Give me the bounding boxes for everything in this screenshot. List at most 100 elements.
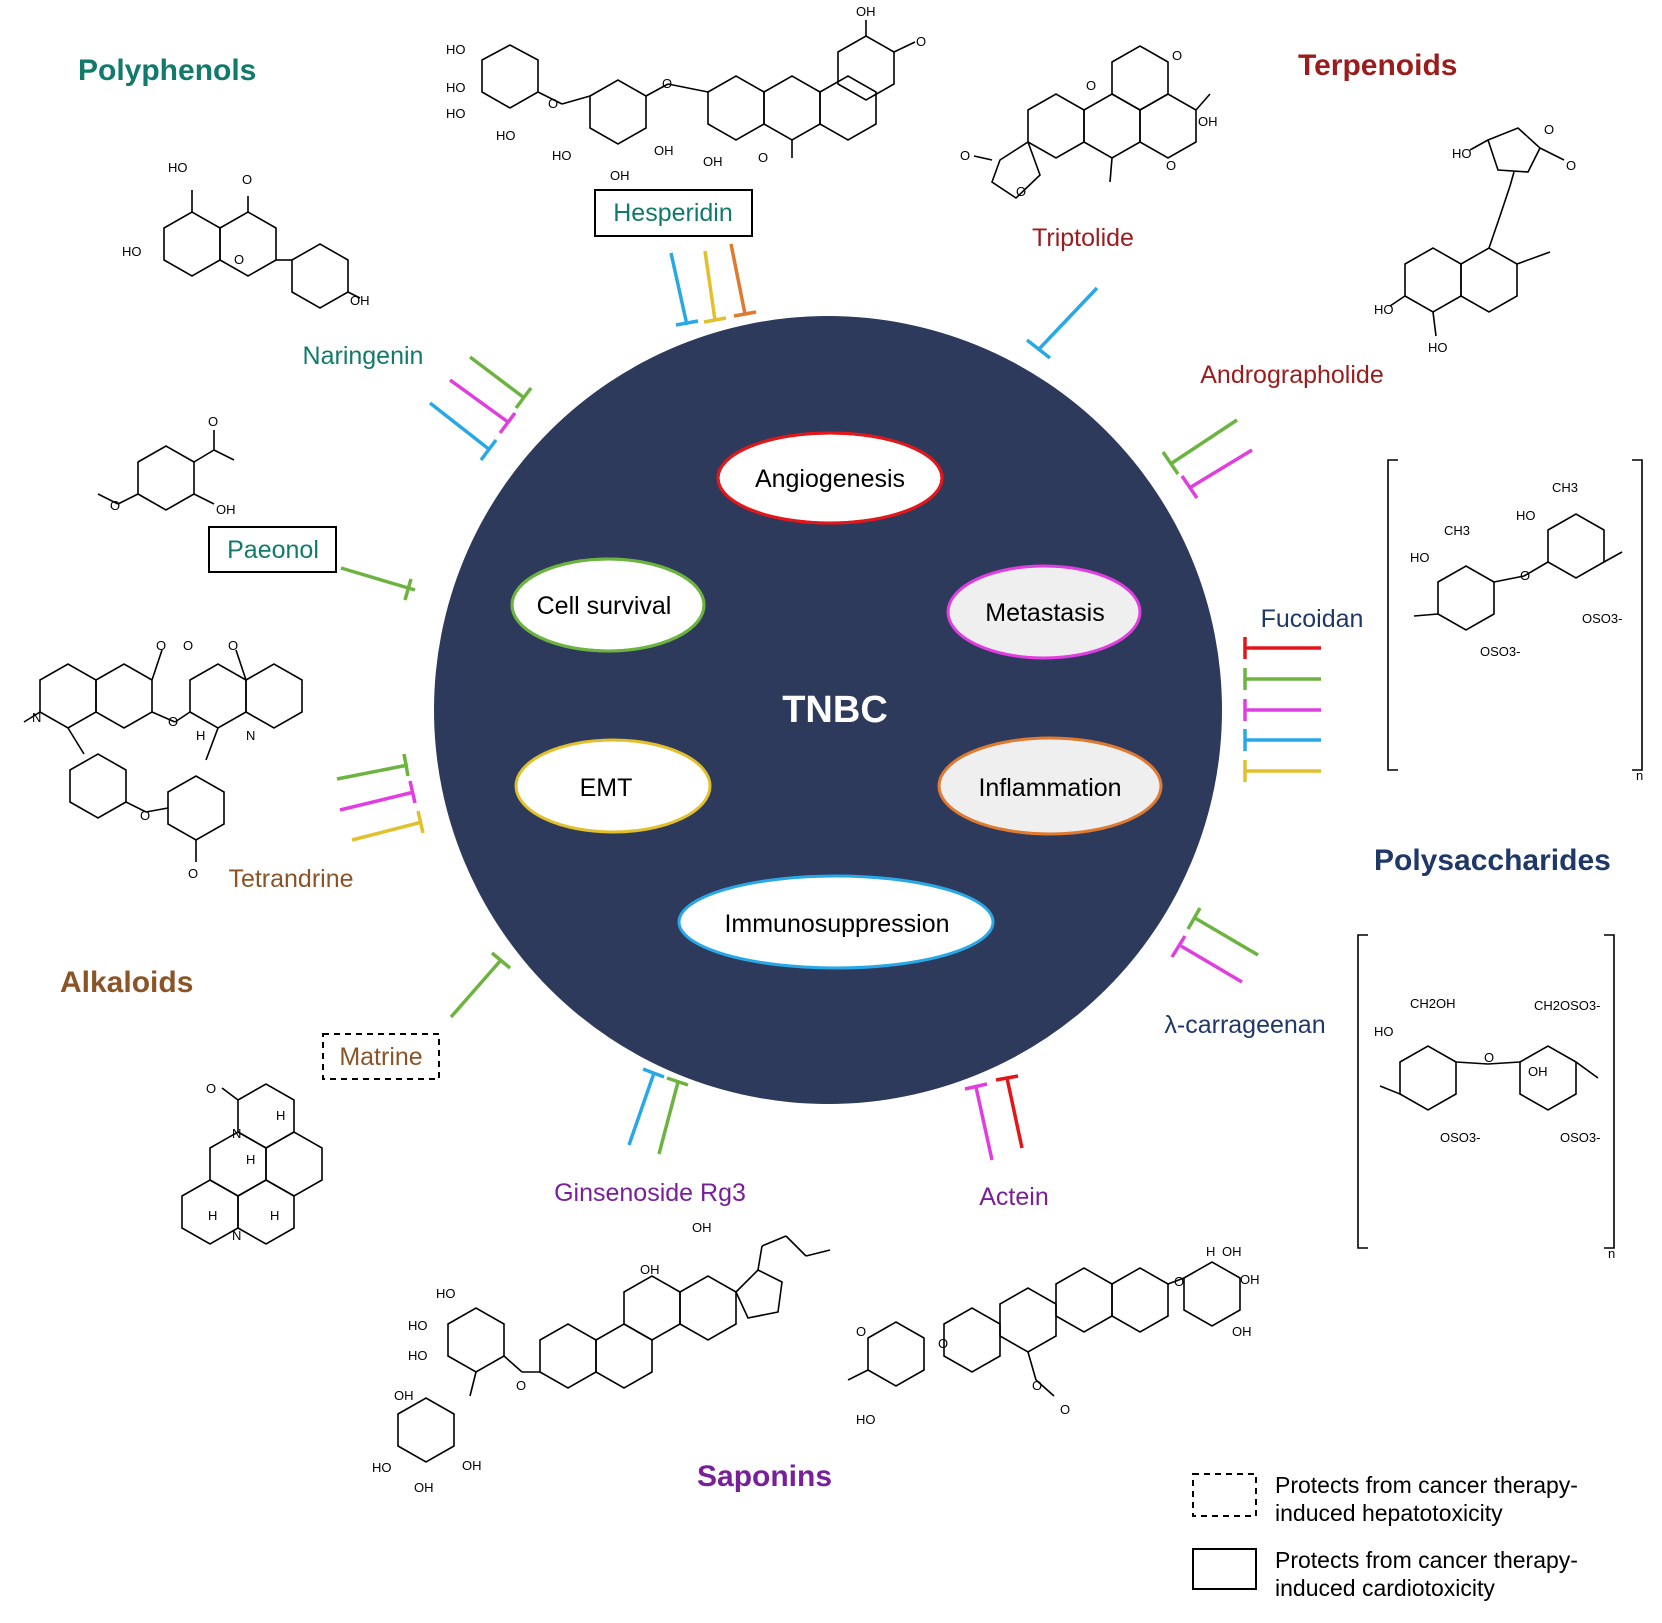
tetrandrine-structure: N N H O O O O O O (23, 638, 303, 881)
svg-text:O: O (1016, 184, 1026, 199)
svg-text:OH: OH (394, 1388, 414, 1403)
svg-text:H: H (196, 728, 205, 743)
svg-text:N: N (32, 710, 41, 725)
svg-text:O: O (1172, 48, 1182, 63)
inhibitor-carrageenan-green (1186, 907, 1259, 957)
inhibitor-carrageenan-magenta (1170, 935, 1243, 984)
legend-hepatotoxicity-line1: Protects from cancer therapy- (1275, 1472, 1578, 1498)
inhibitor-ginsenoside-blue (627, 1067, 665, 1146)
compound-ginsenoside-rg3: Ginsenoside Rg3 (554, 1179, 746, 1207)
svg-text:HO: HO (168, 160, 188, 175)
svg-text:HO: HO (1374, 1024, 1394, 1039)
svg-text:O: O (234, 252, 244, 267)
svg-text:O: O (1086, 78, 1096, 93)
svg-text:OH: OH (414, 1480, 434, 1495)
svg-text:HO: HO (446, 80, 466, 95)
svg-text:OH: OH (703, 154, 723, 169)
svg-text:HO: HO (372, 1460, 392, 1475)
compound-lambda-carrageenan: λ-carrageenan (1164, 1011, 1325, 1039)
process-label: Angiogenesis (755, 465, 905, 493)
process-ellipse-outline (937, 736, 1163, 836)
svg-text:OH: OH (1198, 114, 1218, 129)
process-ellipse-outline (514, 738, 712, 834)
svg-text:O: O (548, 96, 558, 111)
svg-text:O: O (206, 1081, 216, 1096)
svg-text:O: O (1166, 158, 1176, 173)
svg-text:OH: OH (1528, 1064, 1548, 1079)
svg-text:O: O (156, 638, 166, 653)
class-title-terpenoids: Terpenoids (1298, 49, 1457, 82)
process-metastasis: Metastasis (946, 564, 1142, 660)
svg-text:HO: HO (1410, 550, 1430, 565)
svg-text:OSO3-: OSO3- (1480, 644, 1520, 659)
process-angiogenesis: Angiogenesis (716, 431, 944, 525)
svg-text:O: O (1032, 1378, 1042, 1393)
legend: Protects from cancer therapy- induced he… (1192, 1472, 1578, 1601)
compound-paeonol: Paeonol (227, 536, 319, 564)
svg-text:OH: OH (216, 502, 236, 517)
svg-text:O: O (208, 414, 218, 429)
svg-text:OSO3-: OSO3- (1582, 611, 1622, 626)
svg-text:HO: HO (1374, 302, 1394, 317)
svg-text:O: O (1520, 568, 1530, 583)
fucoidan-ch3-a: CH3 (1444, 523, 1470, 538)
svg-text:O: O (1060, 1402, 1070, 1417)
inhibitor-naringenin-magenta (448, 378, 517, 435)
class-title-saponins: Saponins (697, 1460, 832, 1493)
inhibitor-fucoidan-blue (1243, 729, 1321, 751)
svg-text:O: O (110, 498, 120, 513)
svg-text:H: H (1206, 1244, 1215, 1259)
process-cell-survival: Cell survival (510, 557, 706, 653)
inhibitor-fucoidan-green (1243, 668, 1321, 690)
naringenin-structure: HO O HO O OH (122, 160, 370, 309)
ginsenoside-structure: HO HO HO O OH HO OH OH OH OH (372, 1220, 831, 1495)
fucoidan-ch3-b: CH3 (1552, 480, 1578, 495)
inhibitor-hesperidin-orange (729, 243, 757, 318)
carrageenan-ch2oh: CH2OH (1410, 996, 1456, 1011)
svg-text:O: O (662, 76, 672, 91)
process-label: Immunosuppression (724, 910, 949, 938)
svg-text:OH: OH (1232, 1324, 1252, 1339)
hesperidin-box (594, 189, 753, 237)
svg-text:OH: OH (1240, 1272, 1260, 1287)
paeonol-box (208, 526, 337, 573)
svg-text:H: H (246, 1152, 255, 1167)
inhibitor-actein-red (995, 1074, 1024, 1149)
svg-text:O: O (242, 172, 252, 187)
svg-text:O: O (188, 866, 198, 881)
process-immunosuppression: Immunosuppression (677, 874, 995, 970)
svg-text:O: O (140, 808, 150, 823)
process-ellipse-outline (716, 431, 944, 525)
inhibitor-naringenin-green (468, 355, 533, 410)
svg-text:HO: HO (1452, 146, 1472, 161)
svg-text:O: O (1566, 158, 1576, 173)
svg-text:OH: OH (350, 293, 370, 308)
svg-text:H: H (208, 1208, 217, 1223)
svg-text:OH: OH (1222, 1244, 1242, 1259)
inhibitor-hesperidin-yellow (703, 250, 727, 324)
legend-cardiotoxicity-line1: Protects from cancer therapy- (1275, 1547, 1578, 1573)
compound-tetrandrine: Tetrandrine (228, 865, 353, 893)
triptolide-structure: O O O O OH O (960, 45, 1218, 200)
svg-text:OSO3-: OSO3- (1560, 1130, 1600, 1145)
process-label: Cell survival (537, 592, 672, 620)
svg-text:n: n (1608, 1246, 1615, 1261)
legend-swatch-dashed (1192, 1473, 1257, 1517)
svg-text:O: O (856, 1324, 866, 1339)
compound-andrographolide: Andrographolide (1200, 361, 1383, 389)
tnbc-label: TNBC (782, 689, 888, 731)
svg-text:H: H (270, 1208, 279, 1223)
actein-structure: O HO O O O O H OH OH OH (847, 1244, 1260, 1427)
process-emt: EMT (514, 738, 712, 834)
svg-text:HO: HO (496, 128, 516, 143)
process-label: EMT (580, 774, 633, 802)
inhibitor-fucoidan-red (1243, 637, 1321, 659)
class-title-polysaccharides: Polysaccharides (1374, 844, 1611, 877)
compound-fucoidan: Fucoidan (1261, 605, 1364, 633)
inhibitor-tetrandrine-magenta (339, 780, 417, 812)
svg-text:OSO3-: OSO3- (1440, 1130, 1480, 1145)
hesperidin-structure: HO HO HO HO HO OH OH OH O OH O O O (446, 4, 926, 183)
carrageenan-ch2oso3: CH2OSO3- (1534, 998, 1600, 1013)
